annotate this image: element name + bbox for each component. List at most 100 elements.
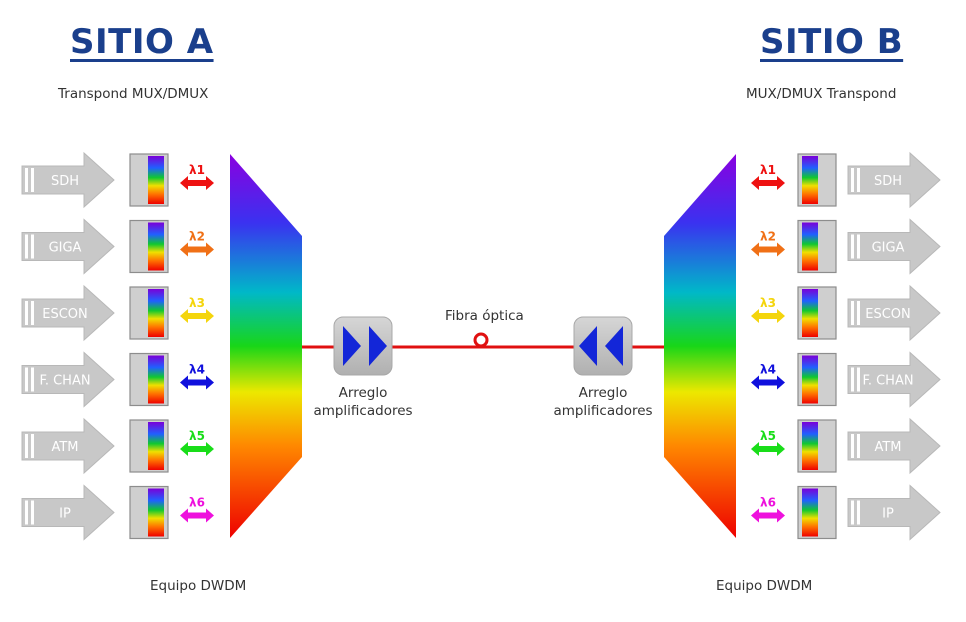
transponder-a-1: [129, 153, 169, 207]
spectrum-chip: [802, 355, 818, 404]
service-arrow-b-5: ATM: [847, 417, 941, 475]
arrow-tab-mark: [25, 434, 28, 458]
service-arrow-b-3: ESCON: [847, 284, 941, 342]
lambda-label: λ3: [189, 296, 205, 310]
arrow-tab-mark: [857, 434, 860, 458]
lambda-a-6: λ6: [180, 496, 214, 523]
arrow-tab-mark: [851, 434, 854, 458]
gray-arrow-icon: [847, 417, 941, 475]
service-label: ESCON: [865, 307, 911, 322]
service-label: ATM: [51, 440, 78, 455]
double-headed-arrow-icon: [751, 375, 785, 390]
double-headed-arrow-icon: [180, 309, 214, 323]
double-headed-arrow-icon: [751, 309, 785, 323]
amplifier-b: [573, 316, 633, 376]
arrow-tab-mark: [31, 301, 34, 325]
lambda-b-6: λ6: [751, 496, 785, 523]
spectrum-chip: [148, 222, 164, 271]
double-headed-arrow-icon: [751, 242, 785, 257]
service-label: IP: [882, 507, 894, 522]
spectrum-chip: [148, 355, 164, 404]
spectrum-chip: [802, 488, 818, 537]
lambda-label: λ1: [760, 163, 776, 177]
amplifier-b-label: Arreglo amplificadores: [553, 385, 653, 419]
arrow-tab-mark: [857, 234, 860, 259]
gray-arrow-icon: [847, 484, 941, 541]
arrow-tab-mark: [851, 234, 854, 259]
service-arrow-a-1: SDH: [21, 151, 115, 209]
lambda-b-5: λ5: [751, 429, 785, 456]
lambda-label: λ5: [189, 429, 205, 443]
service-label: SDH: [874, 174, 902, 189]
site-b-title: SITIO B: [760, 22, 904, 62]
spectrum-chip: [148, 156, 164, 204]
transponder-b-6: [797, 485, 837, 540]
service-arrow-a-2: GIGA: [21, 218, 115, 275]
arrow-tab-mark: [25, 234, 28, 259]
lambda-b-4: λ4: [751, 363, 785, 390]
lambda-b-2: λ2: [751, 230, 785, 257]
spectrum-chip: [148, 488, 164, 537]
service-arrow-a-4: F. CHAN: [21, 351, 115, 408]
lambda-a-3: λ3: [180, 296, 214, 323]
service-label: IP: [59, 507, 71, 522]
gray-arrow-icon: [847, 218, 941, 275]
double-headed-arrow-icon: [751, 508, 785, 523]
transponder-a-2: [129, 219, 169, 274]
gray-arrow-icon: [847, 351, 941, 408]
arrow-tab-mark: [851, 168, 854, 192]
site-a-title: SITIO A: [70, 22, 214, 62]
service-arrow-b-4: F. CHAN: [847, 351, 941, 408]
arrow-tab-mark: [31, 500, 34, 525]
transponder-b-4: [797, 352, 837, 407]
mux-a-spectrum: [230, 154, 302, 538]
spectrum-chip: [802, 289, 818, 337]
double-headed-arrow-icon: [180, 176, 214, 190]
arrow-tab-mark: [25, 168, 28, 192]
service-arrow-a-3: ESCON: [21, 284, 115, 342]
arrow-tab-mark: [857, 301, 860, 325]
amplifier-a-label: Arreglo amplificadores: [313, 385, 413, 419]
double-headed-arrow-icon: [751, 176, 785, 190]
lambda-b-1: λ1: [751, 163, 785, 190]
amplifier-triangle-icon: [605, 326, 623, 366]
lambda-a-4: λ4: [180, 363, 214, 390]
arrow-tab-mark: [31, 168, 34, 192]
double-headed-arrow-icon: [180, 242, 214, 257]
arrow-tab-mark: [857, 168, 860, 192]
fiber-node-icon: [473, 332, 489, 348]
lambda-label: λ3: [760, 296, 776, 310]
lambda-label: λ4: [760, 363, 776, 377]
transponder-a-3: [129, 286, 169, 340]
service-arrow-b-1: SDH: [847, 151, 941, 209]
arrow-tab-mark: [857, 367, 860, 392]
gray-arrow-icon: [21, 151, 115, 209]
transponder-a-4: [129, 352, 169, 407]
gray-arrow-icon: [21, 417, 115, 475]
lambda-b-3: λ3: [751, 296, 785, 323]
lambda-label: λ2: [189, 230, 205, 244]
amplifier-a: [333, 316, 393, 376]
service-label: GIGA: [49, 241, 82, 256]
service-label: F. CHAN: [862, 374, 913, 389]
service-label: SDH: [51, 174, 79, 189]
site-b-equipment: Equipo DWDM: [716, 578, 813, 594]
service-arrow-a-6: IP: [21, 484, 115, 541]
transponder-b-1: [797, 153, 837, 207]
transponder-a-6: [129, 485, 169, 540]
amplifier-triangle-icon: [343, 326, 361, 366]
transponder-b-3: [797, 286, 837, 340]
double-headed-arrow-icon: [180, 508, 214, 523]
spectrum-chip: [802, 156, 818, 204]
service-label: GIGA: [872, 241, 905, 256]
arrow-tab-mark: [31, 434, 34, 458]
site-a-equipment: Equipo DWDM: [150, 578, 247, 594]
amplifier-triangle-icon: [579, 326, 597, 366]
service-arrow-b-6: IP: [847, 484, 941, 541]
lambda-label: λ1: [189, 163, 205, 177]
lambda-label: λ4: [189, 363, 205, 377]
arrow-tab-mark: [25, 301, 28, 325]
service-arrow-b-2: GIGA: [847, 218, 941, 275]
fiber-label: Fibra óptica: [445, 308, 524, 324]
